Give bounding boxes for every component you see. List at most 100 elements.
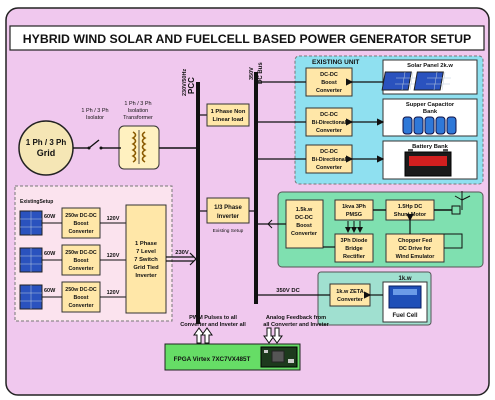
transformer-label-line1: 1 Ph / 3 Ph — [124, 101, 151, 107]
battery-icon — [404, 149, 452, 177]
panel-power: 60W — [44, 288, 56, 294]
pcc-label: PCC — [187, 77, 196, 94]
diode-rectifier: 3Ph Diode Bridge Rectifier — [334, 233, 374, 263]
svg-text:1.5k.w: 1.5k.w — [296, 207, 313, 213]
existing-unit-title: EXISTING UNIT — [312, 59, 359, 66]
svg-text:Shunt Motor: Shunt Motor — [394, 212, 427, 218]
inverter-3ph-caption: Existing Setup — [213, 228, 244, 234]
svg-text:Fuel Cell: Fuel Cell — [392, 313, 417, 319]
fuel-bus-label: 350V DC — [276, 288, 300, 294]
dc-bus — [254, 72, 258, 304]
svg-text:7 Level: 7 Level — [136, 249, 156, 255]
pcc-bus — [196, 82, 200, 324]
svg-text:Grid Tied: Grid Tied — [133, 265, 159, 271]
svg-text:Supper Capacitor: Supper Capacitor — [406, 102, 455, 108]
diagram-title: HYBRID WIND SOLAR AND FUELCELL BASED POW… — [23, 32, 471, 46]
solar-panel-icon — [381, 71, 451, 91]
transformer-icon — [118, 125, 160, 170]
dc-bus-voltage: 350V — [249, 67, 255, 80]
svg-text:Solar Panel 2k.w: Solar Panel 2k.w — [407, 63, 453, 69]
svg-text:1.5Hp DC: 1.5Hp DC — [398, 204, 422, 210]
pwm-arrow-icon — [193, 327, 213, 344]
nonlinear-load-line2: Linear load — [213, 117, 244, 123]
boost-converter-line1: 250w DC-DC — [65, 287, 97, 293]
pmsg: 1kva 3Ph PMSG — [334, 199, 374, 221]
pwm-note-line2: Converter and Inveter all — [180, 322, 246, 328]
boost-converter-line1: 250w DC-DC — [65, 213, 97, 219]
inverter-output-arrow — [166, 252, 197, 266]
existing-bidir-converter-2: DC-DC Bi-Directional Converter — [305, 144, 353, 174]
svg-text:7 Switch: 7 Switch — [134, 257, 158, 263]
fuel-power: 1k.w — [398, 276, 411, 282]
transformer-label-line2: Isolation — [128, 108, 149, 114]
converter-out-voltage: 120V — [107, 216, 120, 222]
svg-text:Boost: Boost — [296, 223, 312, 229]
svg-text:Converter: Converter — [316, 128, 343, 134]
wire — [420, 233, 463, 249]
wind-boost-converter: 1.5k.w DC-DC Boost Converter — [285, 199, 324, 249]
grid-label-line1: 1 Ph / 3 Ph — [26, 138, 67, 147]
isolator-label-line1: 1 Ph / 3 Ph — [81, 108, 108, 114]
svg-text:DC-DC: DC-DC — [295, 215, 313, 221]
feedback-arrow-icon — [263, 327, 283, 344]
svg-text:1k.w ZETA: 1k.w ZETA — [336, 289, 363, 295]
boost-converter-line2: Boost — [73, 295, 88, 301]
svg-text:1kva 3Ph: 1kva 3Ph — [342, 204, 366, 210]
transformer-label-line3: Transformer — [123, 115, 153, 121]
fuel-cell: Fuel Cell — [382, 281, 428, 323]
feedback-note-line2: all Converter and Inveter — [263, 322, 329, 328]
svg-text:Converter: Converter — [316, 88, 343, 94]
boost-converter-line3: Converter — [68, 266, 93, 272]
wind-turbine-icon — [451, 191, 471, 215]
nonlinear-load-box — [206, 103, 250, 127]
pwm-note-line1: PWM Pulses to all — [189, 315, 237, 321]
supercapacitor-bank: Supper Capacitor Bank — [382, 98, 478, 137]
solar-panel-2kw: Solar Panel 2k.w — [381, 59, 478, 95]
feedback-note-line1: Analog Feedback from — [266, 315, 326, 321]
svg-text:Converter: Converter — [316, 165, 343, 171]
svg-text:DC-DC: DC-DC — [320, 149, 338, 155]
boost-converter-line1: 250w DC-DC — [65, 250, 97, 256]
inverter-out-voltage: 230V — [175, 250, 189, 256]
boost-converter-box — [61, 207, 101, 239]
battery-bank: Battery Bank — [382, 140, 478, 180]
grid-label-line2: Grid — [37, 148, 56, 158]
solar-panel-icon — [19, 210, 43, 236]
nonlinear-load-line1: 1 Phase Non — [211, 109, 246, 115]
svg-text:Wind Emulator: Wind Emulator — [396, 254, 436, 260]
fpga-board-icon — [260, 346, 298, 368]
svg-text:Battery Bank: Battery Bank — [412, 144, 449, 150]
svg-text:Chopper Fed: Chopper Fed — [398, 238, 432, 244]
solar-setup-caption: ExistingSetup — [20, 199, 53, 205]
converter-out-voltage: 120V — [107, 253, 120, 259]
converter-out-voltage: 120V — [107, 290, 120, 296]
capacitor-icon — [402, 116, 457, 135]
boost-converter-line3: Converter — [68, 303, 93, 309]
seven-level-inverter: 1 Phase 7 Level 7 Switch Grid Tied Inver… — [125, 204, 167, 314]
arrow-icon — [267, 219, 273, 229]
pcc-voltage: 230V/50Hz — [182, 69, 188, 96]
isolator-label-line2: Isolator — [86, 115, 104, 121]
svg-text:Converter: Converter — [291, 231, 318, 237]
boost-converter-line3: Converter — [68, 229, 93, 235]
svg-text:Rectifier: Rectifier — [343, 254, 366, 260]
inverter-3ph-line1: 1/3 Phase — [214, 205, 242, 211]
isolator-switch-icon — [73, 139, 117, 150]
panel-power: 60W — [44, 251, 56, 257]
fpga-label: FPGA Virtex 7XC7VX485T — [174, 356, 251, 363]
svg-text:Inverter: Inverter — [135, 273, 157, 279]
svg-text:Boost: Boost — [321, 80, 337, 86]
svg-text:DC Drive for: DC Drive for — [399, 246, 432, 252]
svg-text:Bridge: Bridge — [345, 246, 362, 252]
shunt-motor: 1.5Hp DC Shunt Motor — [385, 199, 435, 221]
three-phase-arrows-icon — [345, 221, 363, 233]
solar-panel-icon — [19, 284, 43, 310]
title-bar — [9, 25, 485, 51]
inverter-3ph-line2: Inverter — [217, 214, 240, 220]
svg-text:Converter: Converter — [337, 297, 364, 303]
